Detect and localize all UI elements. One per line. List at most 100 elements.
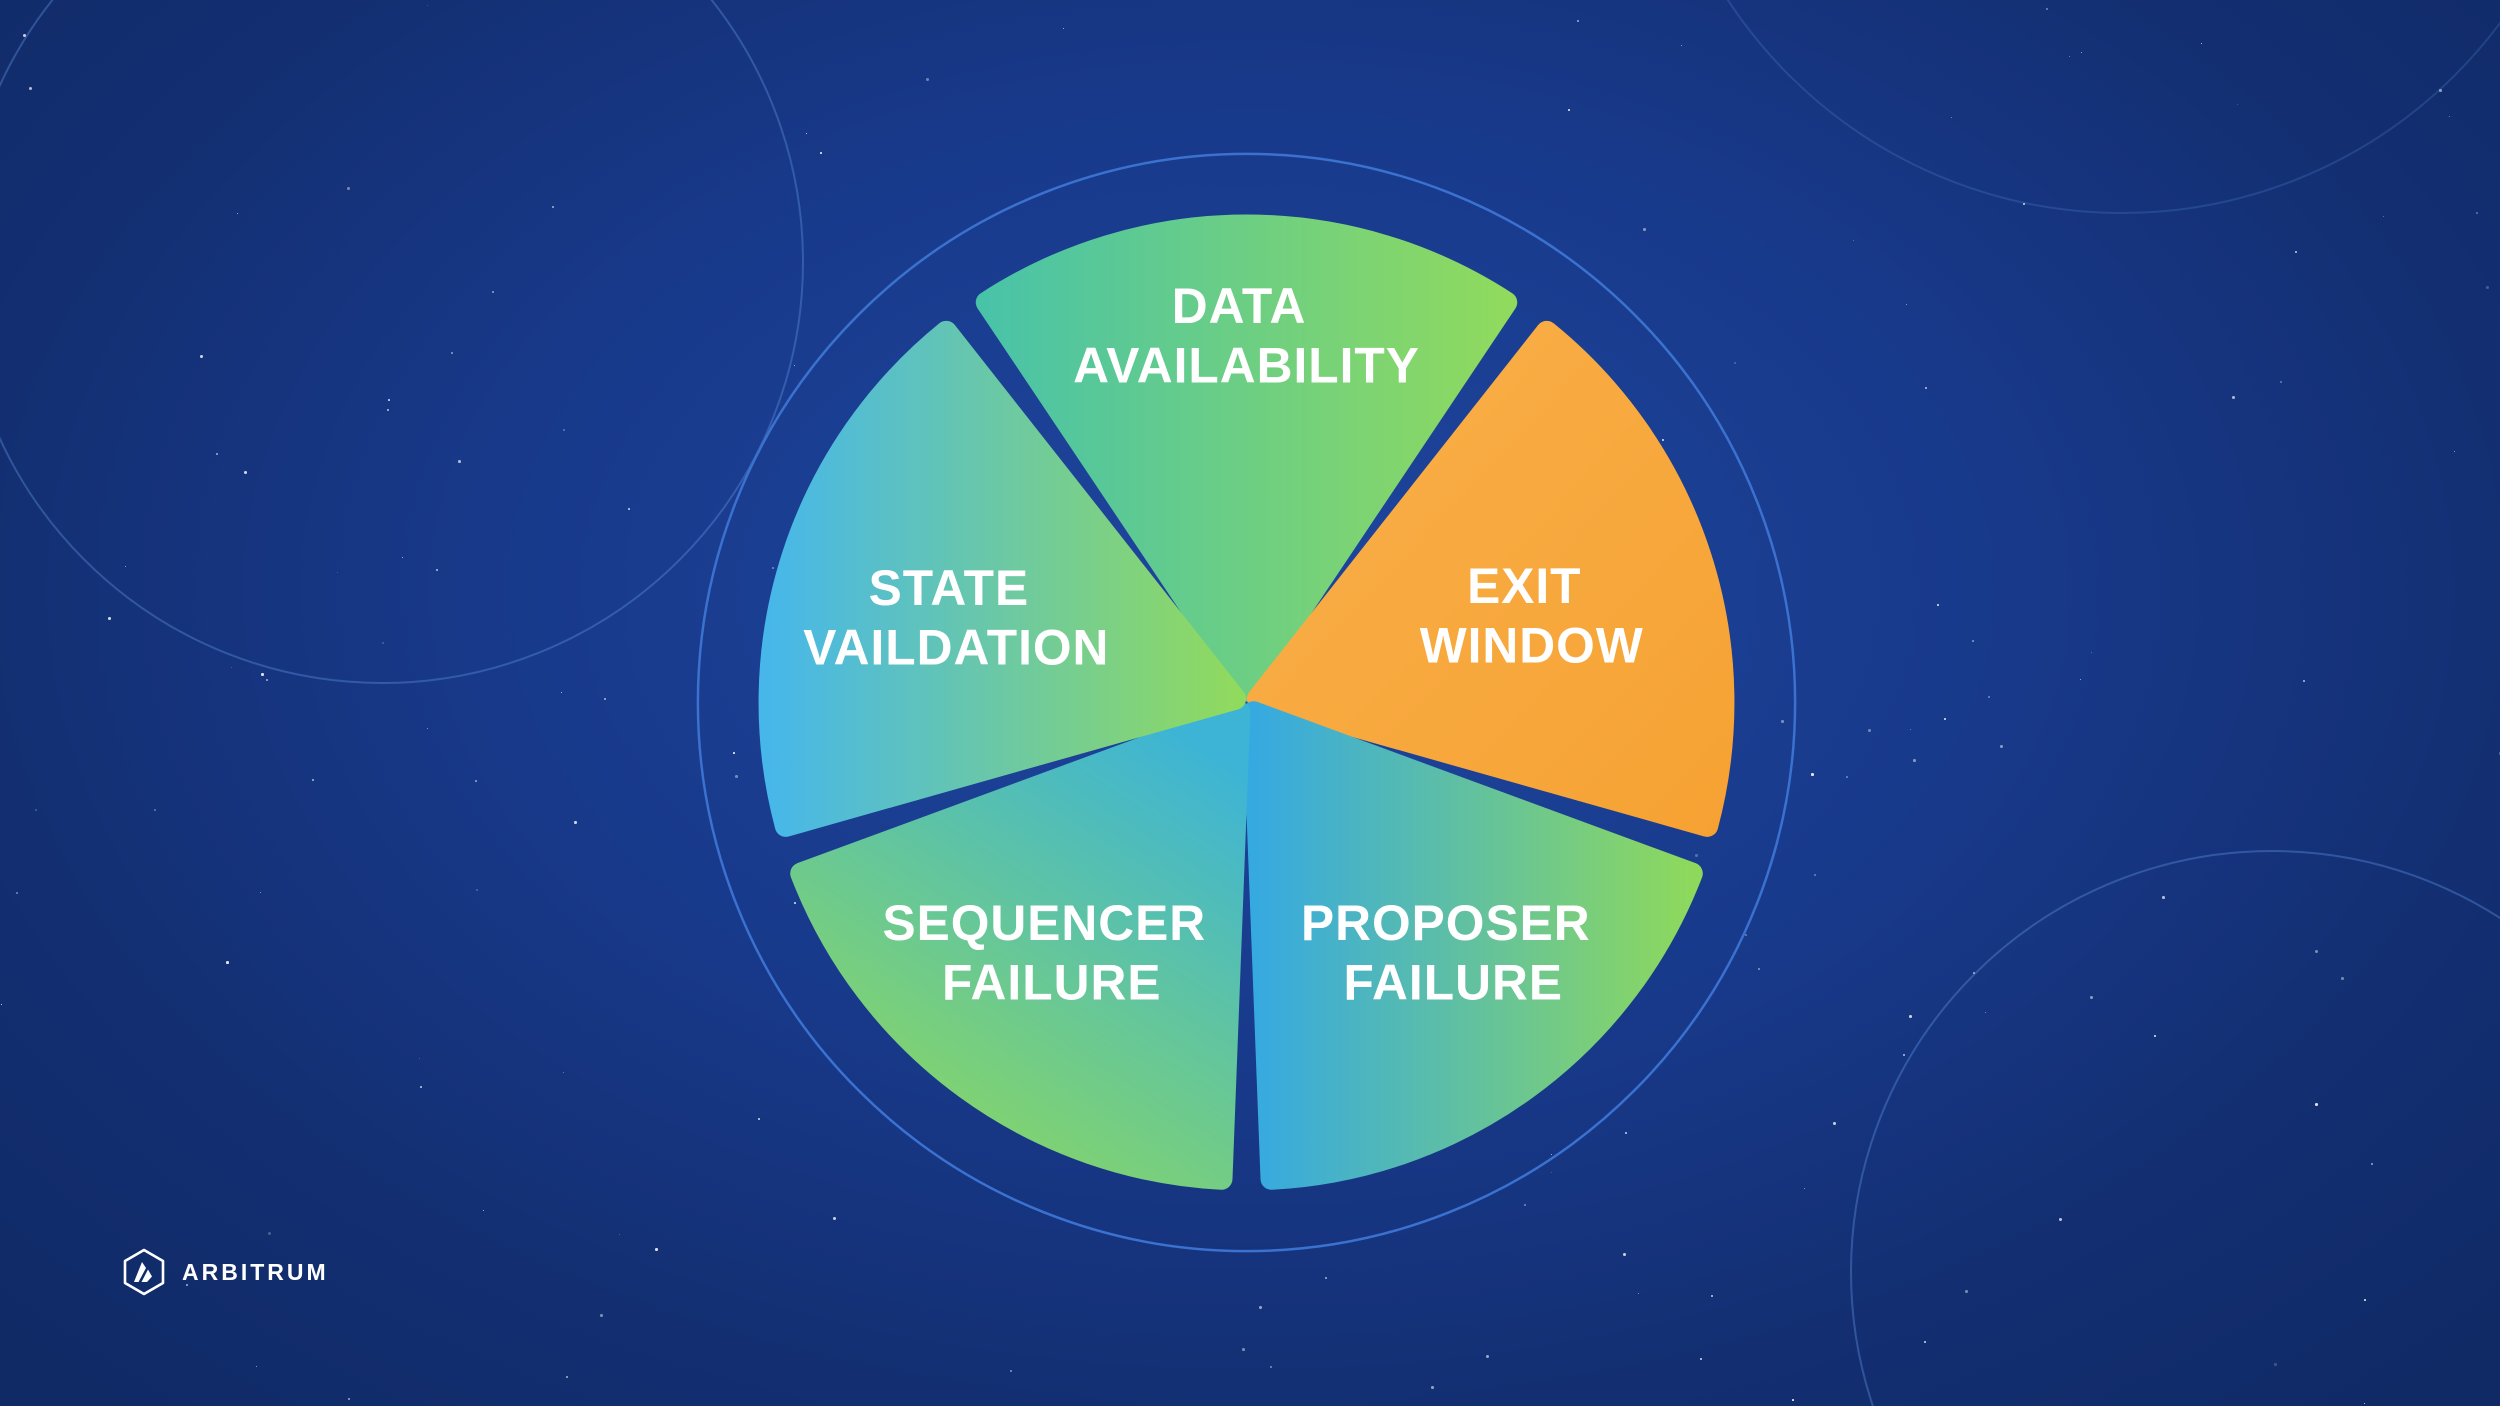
star — [806, 133, 808, 135]
star — [382, 642, 384, 644]
star — [2046, 8, 2048, 10]
star — [1577, 20, 1580, 23]
star — [1972, 640, 1974, 642]
star — [1431, 1386, 1434, 1389]
star — [419, 1058, 421, 1060]
segment-label-line: SEQUENCER — [882, 895, 1206, 951]
star — [2232, 396, 2235, 399]
star — [1846, 776, 1848, 778]
star — [2371, 1163, 2373, 1165]
star — [561, 692, 563, 694]
star — [1853, 240, 1855, 242]
star — [2295, 251, 2297, 253]
star — [16, 892, 18, 894]
star — [1623, 1253, 1627, 1257]
star — [266, 679, 268, 681]
star — [261, 673, 264, 676]
star — [2364, 1403, 2365, 1404]
star — [2201, 43, 2202, 44]
star — [1903, 1054, 1906, 1057]
star — [1010, 1370, 1013, 1373]
star — [200, 355, 203, 358]
segment-label: STATE VAILDATION — [803, 560, 1109, 676]
segment-label: DATA AVAILABILITY — [1073, 278, 1420, 394]
star — [436, 569, 438, 571]
star — [427, 5, 429, 7]
star — [735, 775, 738, 778]
star — [1951, 117, 1953, 119]
star — [552, 206, 554, 208]
star — [2081, 52, 2083, 54]
star — [483, 1210, 484, 1211]
star — [2000, 745, 2003, 748]
star — [2439, 89, 2442, 92]
segment-label: PROPOSER FAILURE — [1301, 895, 1605, 1011]
star — [566, 1376, 568, 1378]
star — [2315, 1103, 2318, 1106]
star — [2303, 680, 2306, 683]
star — [1913, 759, 1916, 762]
star — [574, 821, 577, 824]
star — [216, 453, 219, 456]
star — [2023, 203, 2025, 205]
star — [237, 213, 239, 215]
segment-sequencer-failure: SEQUENCER FAILURE — [790, 701, 1251, 1190]
star — [108, 617, 111, 620]
star — [2315, 950, 2318, 953]
logo-wordmark: ARBITRUM — [182, 1258, 329, 1285]
star — [2364, 1299, 2366, 1301]
star — [1524, 1204, 1526, 1206]
segment-proposer-failure-shape — [1242, 701, 1703, 1190]
star — [1700, 1358, 1703, 1361]
star — [2476, 212, 2479, 215]
star — [125, 566, 127, 568]
star — [1758, 968, 1760, 970]
star — [226, 961, 229, 964]
star — [154, 809, 157, 812]
star — [1745, 934, 1747, 936]
star — [1638, 1293, 1640, 1295]
star — [347, 187, 350, 190]
star — [2090, 996, 2093, 999]
star — [1, 1004, 2, 1005]
star — [2274, 1363, 2277, 1366]
star — [2341, 977, 2344, 980]
segment-state-validation-shape — [758, 320, 1247, 837]
segment-sequencer-failure-shape — [790, 701, 1251, 1190]
wheel-outer-ring — [696, 152, 1797, 1253]
star — [2454, 451, 2456, 453]
segment-data-availability: DATA AVAILABILITY — [975, 214, 1518, 702]
star — [268, 1232, 272, 1236]
star — [1681, 45, 1683, 47]
star — [1988, 696, 1990, 698]
segment-label-line: STATE — [869, 560, 1029, 616]
star — [348, 1398, 350, 1400]
star — [2162, 896, 2165, 899]
segment-exit-window-shape — [1246, 320, 1735, 837]
segment-label-line: VAILDATION — [803, 620, 1109, 676]
star — [492, 291, 494, 293]
segment-proposer-failure: PROPOSER FAILURE — [1242, 701, 1703, 1190]
star — [2080, 679, 2082, 681]
segment-label: SEQUENCER FAILURE — [882, 895, 1221, 1011]
risk-wheel-svg: DATA AVAILABILITY EXIT WINDOW PROPOSER F… — [696, 152, 1797, 1253]
star — [1270, 1366, 1273, 1369]
segment-label-line: WINDOW — [1420, 618, 1644, 674]
risk-wheel: DATA AVAILABILITY EXIT WINDOW PROPOSER F… — [680, 136, 1813, 1269]
star — [2059, 1218, 2062, 1221]
star — [1551, 1154, 1552, 1155]
star — [2154, 1035, 2157, 1038]
star — [1924, 1341, 1926, 1343]
star — [563, 1072, 565, 1074]
star — [563, 429, 565, 431]
star — [420, 1086, 422, 1088]
star — [1063, 28, 1064, 29]
star — [1937, 604, 1939, 606]
star — [29, 87, 33, 91]
star — [1944, 718, 1946, 720]
star — [2449, 116, 2450, 117]
star — [758, 1118, 760, 1120]
star — [600, 1314, 603, 1317]
segment-label-line: EXIT — [1467, 558, 1581, 614]
